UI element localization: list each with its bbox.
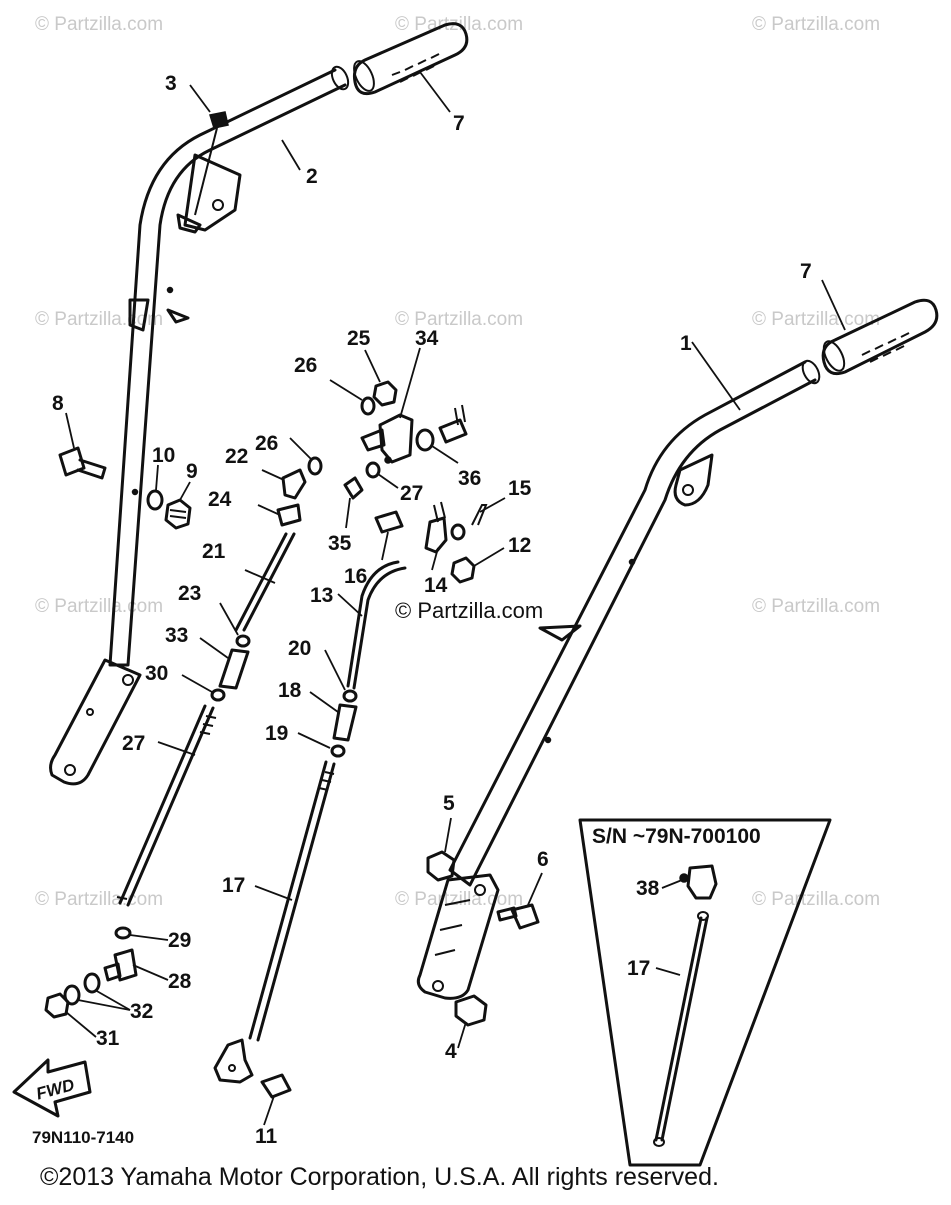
callout-25: 25	[347, 327, 371, 350]
inset-panel: S/N ~79N-700100	[578, 818, 832, 1167]
callout-23: 23	[178, 582, 201, 605]
watermark: © Partzilla.com	[35, 596, 163, 617]
fwd-label: FWD	[34, 1075, 76, 1103]
callout-16: 16	[344, 565, 367, 588]
watermark-center: © Partzilla.com	[395, 598, 543, 623]
grip-top	[353, 22, 469, 96]
callout-27: 27	[400, 482, 423, 505]
handlebar-left	[49, 65, 350, 786]
callout-11: 11	[255, 1125, 278, 1148]
callout-15: 15	[508, 477, 532, 500]
watermark: © Partzilla.com	[35, 889, 163, 910]
callout-9: 9	[186, 460, 198, 483]
callout-13: 13	[310, 584, 333, 607]
callout-6: 6	[537, 848, 549, 871]
callout-2: 2	[306, 165, 318, 188]
callout-8: 8	[52, 392, 64, 415]
callout-31: 31	[96, 1027, 120, 1050]
callout-21: 21	[202, 540, 226, 563]
callout-20: 20	[288, 637, 311, 660]
callout-32: 32	[130, 1000, 153, 1023]
callout-12: 12	[508, 534, 531, 557]
watermark: © Partzilla.com	[395, 889, 523, 910]
grip-right	[821, 298, 939, 376]
callout-10: 10	[152, 444, 175, 467]
callout-35: 35	[328, 532, 352, 555]
callout-24: 24	[208, 488, 232, 511]
leader-lines	[65, 71, 846, 1126]
callout-36: 36	[458, 467, 481, 490]
inset-title: S/N ~79N-700100	[592, 825, 761, 848]
watermark: © Partzilla.com	[752, 596, 880, 617]
watermark: © Partzilla.com	[395, 309, 523, 330]
watermarks: © Partzilla.com © Partzilla.com © Partzi…	[35, 14, 880, 910]
callout-7: 7	[453, 112, 465, 135]
diagram-code: 79N110-7140	[32, 1128, 134, 1147]
callout-17-inset: 17	[627, 957, 650, 980]
callout-22: 22	[225, 445, 248, 468]
callout-7: 7	[800, 260, 812, 283]
callout-38: 38	[636, 877, 660, 900]
callout-27: 27	[122, 732, 145, 755]
handlebar-right	[416, 359, 821, 1000]
callout-33: 33	[165, 624, 188, 647]
watermark: © Partzilla.com	[752, 889, 880, 910]
fwd-arrow: FWD	[12, 1058, 92, 1118]
callout-30: 30	[145, 662, 168, 685]
watermark: © Partzilla.com	[752, 309, 880, 330]
callouts: 3 2 7 7 1 8 10 9 25 26 34 26 22 36 27 15…	[52, 72, 812, 1148]
watermark: © Partzilla.com	[752, 14, 880, 35]
callout-5: 5	[443, 792, 455, 815]
callout-19: 19	[265, 722, 288, 745]
hardware	[58, 111, 540, 1027]
callout-29: 29	[168, 929, 191, 952]
callout-26: 26	[294, 354, 317, 377]
watermark: © Partzilla.com	[35, 14, 163, 35]
callout-17: 17	[222, 874, 245, 897]
callout-4: 4	[445, 1040, 457, 1063]
callout-18: 18	[278, 679, 302, 702]
callout-34: 34	[415, 327, 439, 350]
callout-14: 14	[424, 574, 448, 597]
callout-28: 28	[168, 970, 192, 993]
copyright-footer: ©2013 Yamaha Motor Corporation, U.S.A. A…	[40, 1163, 719, 1191]
callout-1: 1	[680, 332, 692, 355]
callout-26: 26	[255, 432, 278, 455]
callout-3: 3	[165, 72, 177, 95]
rods	[44, 532, 407, 1099]
